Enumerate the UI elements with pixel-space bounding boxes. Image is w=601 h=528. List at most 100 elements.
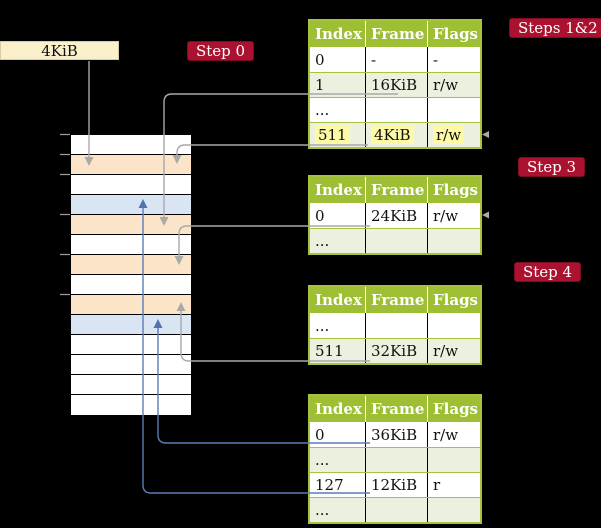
cell-text: 24KiB xyxy=(371,206,418,225)
table-cell xyxy=(365,313,427,338)
column-header-index: Index xyxy=(315,181,362,199)
table-cell: r xyxy=(427,473,479,497)
table-row: ... xyxy=(310,497,480,522)
memory-frame-row-13 xyxy=(71,395,191,415)
cell-text: r/w xyxy=(433,425,459,444)
cell-text: 12KiB xyxy=(371,476,418,494)
table-cell: 24KiB xyxy=(365,203,427,228)
table-row: 511 32KiB r/w xyxy=(310,338,480,363)
cell-text: ... xyxy=(315,316,330,335)
table-cell: ... xyxy=(310,498,365,522)
table-row: ... xyxy=(310,447,480,472)
memory-frame-row-8 xyxy=(71,295,191,315)
cell-text: 1 xyxy=(315,76,325,94)
table-cell: 12KiB xyxy=(365,473,427,497)
cell-text: r/w xyxy=(433,342,459,360)
table-row: 0 24KiB r/w xyxy=(310,203,480,228)
stub-arrow-t2row0 xyxy=(482,211,489,219)
table-cell xyxy=(365,229,427,253)
highlighted-cell-text: r/w xyxy=(433,126,465,144)
table-cell: 0 xyxy=(310,422,365,447)
table-row: ... xyxy=(310,228,480,253)
badge-step-3: Step 3 xyxy=(518,157,586,177)
table-row: 127 12KiB r xyxy=(310,472,480,497)
memory-frame-row-7 xyxy=(71,275,191,295)
cell-text: 511 xyxy=(315,342,344,360)
table-cell xyxy=(365,98,427,122)
table-cell xyxy=(427,229,479,253)
cell-text: 16KiB xyxy=(371,76,418,94)
cell-text: 32KiB xyxy=(371,342,418,360)
column-header-frame: Frame xyxy=(365,21,427,47)
cell-text: - xyxy=(371,50,377,69)
physical-memory-column xyxy=(70,134,192,416)
table-cell: 511 xyxy=(310,339,365,363)
cell-text: 0 xyxy=(315,206,325,225)
table-row: ... xyxy=(310,97,480,122)
cell-text: 36KiB xyxy=(371,425,418,444)
table-cell: r/w xyxy=(427,123,479,147)
memory-frame-row-3 xyxy=(71,195,191,215)
column-header-frame: Frame xyxy=(365,396,427,422)
table-cell: 16KiB xyxy=(365,73,427,97)
table-cell xyxy=(427,498,479,522)
column-header-flags: Flags xyxy=(427,177,479,203)
memory-frame-row-4 xyxy=(71,215,191,235)
badge-step-0: Step 0 xyxy=(187,41,255,61)
memory-frame-row-2 xyxy=(71,175,191,195)
cell-text: - xyxy=(433,50,439,69)
cell-text: ... xyxy=(315,501,330,519)
table-cell: 0 xyxy=(310,47,365,72)
table-cell xyxy=(427,313,479,338)
highlighted-cell-text: 4KiB xyxy=(371,126,414,144)
table-cell: r/w xyxy=(427,339,479,363)
table-cell: 36KiB xyxy=(365,422,427,447)
table-row: ... xyxy=(310,313,480,338)
table-cell: ... xyxy=(310,98,365,122)
memory-frame-row-12 xyxy=(71,375,191,395)
stub-arrow-t1row511 xyxy=(482,131,489,138)
highlighted-cell-text: 511 xyxy=(315,126,350,144)
frame-size-label: 4KiB xyxy=(41,41,78,60)
table-cell: ... xyxy=(310,229,365,253)
table-row: 0 36KiB r/w xyxy=(310,422,480,447)
column-header-index: Index xyxy=(315,400,362,418)
memory-frame-row-5 xyxy=(71,235,191,255)
table-cell: r/w xyxy=(427,203,479,228)
table-cell: 0 xyxy=(310,203,365,228)
table-cell: 127 xyxy=(310,473,365,497)
table-cell xyxy=(365,448,427,472)
cell-text: ... xyxy=(315,101,330,119)
table-cell: 4KiB xyxy=(365,123,427,147)
table-cell: - xyxy=(427,47,479,72)
column-header-frame: Frame xyxy=(365,177,427,203)
badge-steps-1-2: Steps 1&2 xyxy=(509,18,601,38)
cell-text: ... xyxy=(315,451,330,469)
column-header-flags: Flags xyxy=(427,21,479,47)
cell-text: r xyxy=(433,476,441,494)
table-cell xyxy=(427,98,479,122)
badge-step-4: Step 4 xyxy=(514,262,582,282)
table-cell: 511 xyxy=(310,123,365,147)
memory-frame-row-1 xyxy=(71,155,191,175)
table-cell: ... xyxy=(310,448,365,472)
table-cell: ... xyxy=(310,313,365,338)
cell-text: 127 xyxy=(315,476,344,494)
table-cell xyxy=(427,448,479,472)
frame-size-box: 4KiB xyxy=(0,41,119,60)
cell-text: 0 xyxy=(315,425,325,444)
memory-frame-row-6 xyxy=(71,255,191,275)
cell-text: r/w xyxy=(433,206,459,225)
column-header-frame: Frame xyxy=(365,287,427,313)
table-cell: 32KiB xyxy=(365,339,427,363)
table-cell: r/w xyxy=(427,422,479,447)
table-cell: - xyxy=(365,47,427,72)
memory-frame-row-11 xyxy=(71,355,191,375)
